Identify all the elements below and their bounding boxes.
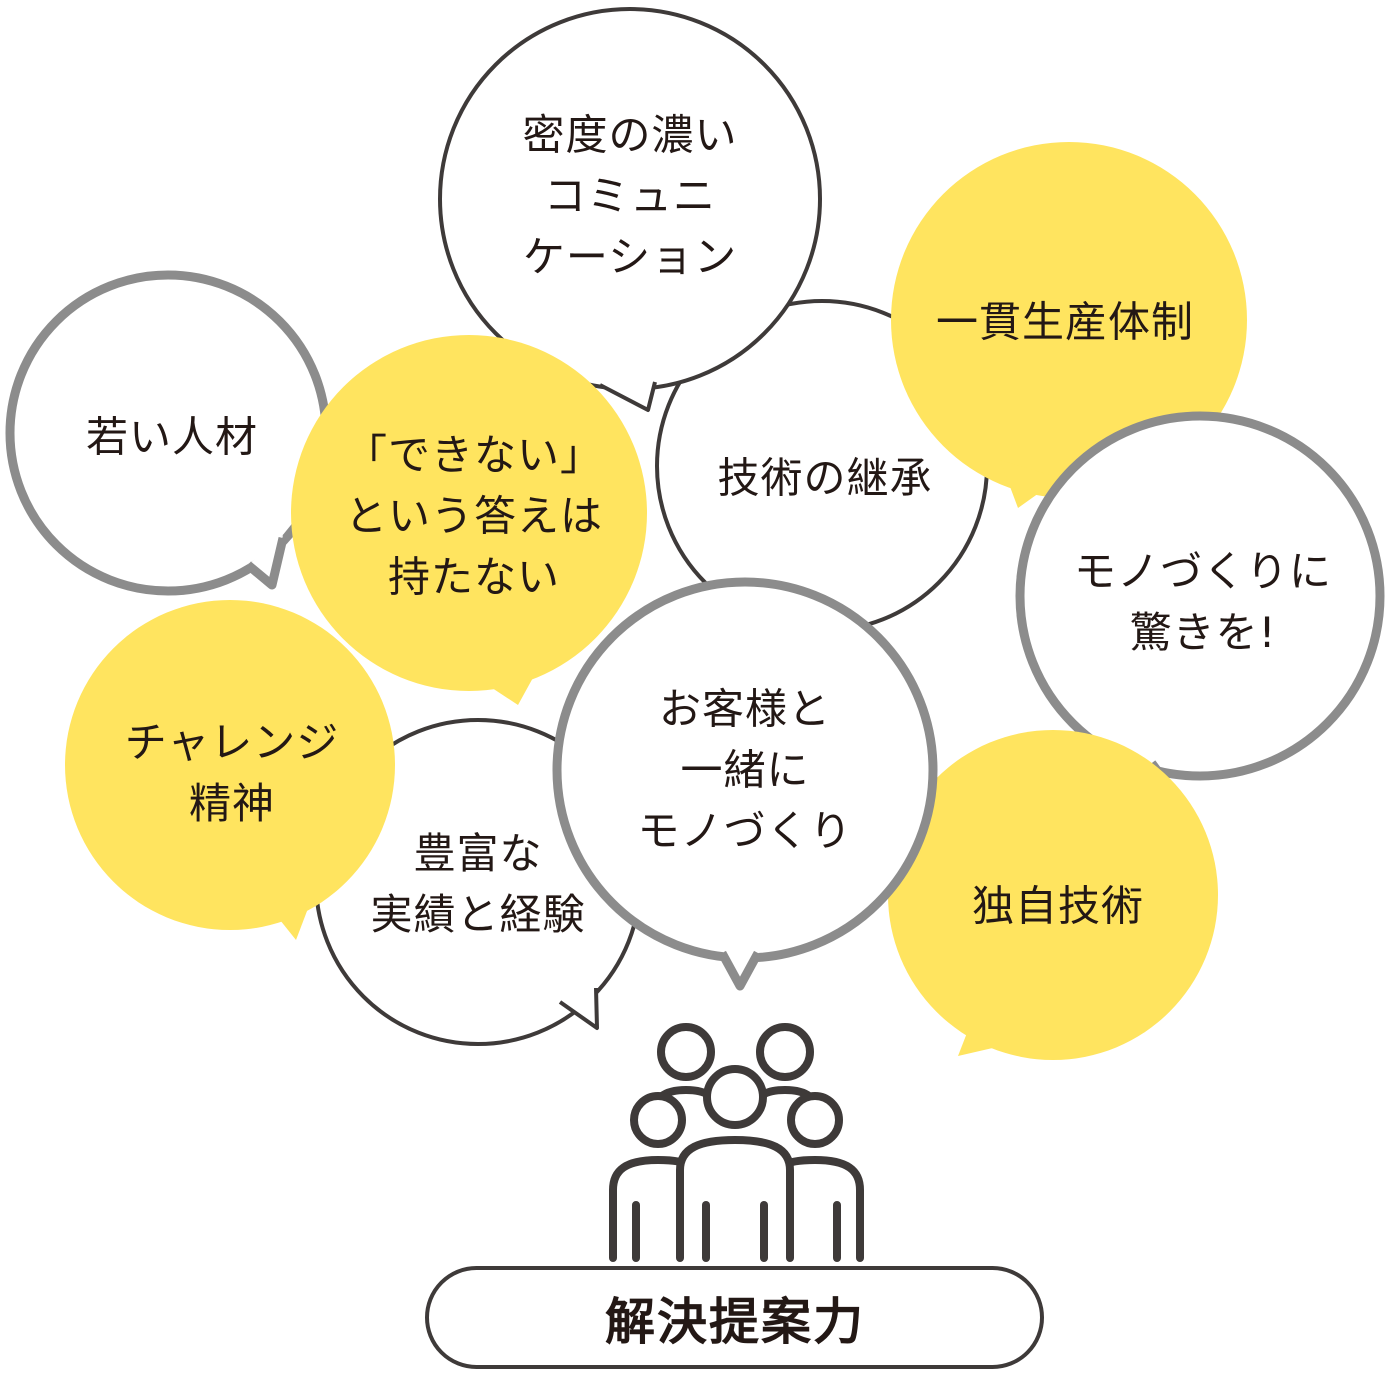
bubble-original-tech [888,730,1218,1060]
label-challenge-spirit: チャレンジ 精神 [124,718,340,828]
result-pill [425,1266,1044,1369]
label-young-talent: 若い人材 [85,412,259,462]
label-tech-succession: 技術の継承 [717,453,933,503]
label-integrated-production: 一貫生産体制 [935,297,1195,347]
label-with-customers: お客様と 一緒に モノづくり [637,684,853,856]
result-label: 解決提案力 [605,1293,865,1351]
bubble-communication [438,7,822,412]
group-of-people-icon [609,1023,864,1262]
label-communication: 密度の濃い コミュニ ケーション [522,110,738,282]
label-experience: 豊富な 実績と経験 [370,829,586,939]
label-original-tech: 独自技術 [971,881,1145,931]
bubble-young-talent [5,270,331,596]
bubble-never-say-no [291,335,647,705]
label-never-say-no: 「できない」 という答えは 持たない [344,430,604,602]
bubble-with-customers [552,577,938,991]
label-surprise-making: モノづくりに 驚きを! [1073,547,1333,657]
bubble-challenge-spirit [65,600,395,940]
bubble-integrated-production [891,142,1247,508]
